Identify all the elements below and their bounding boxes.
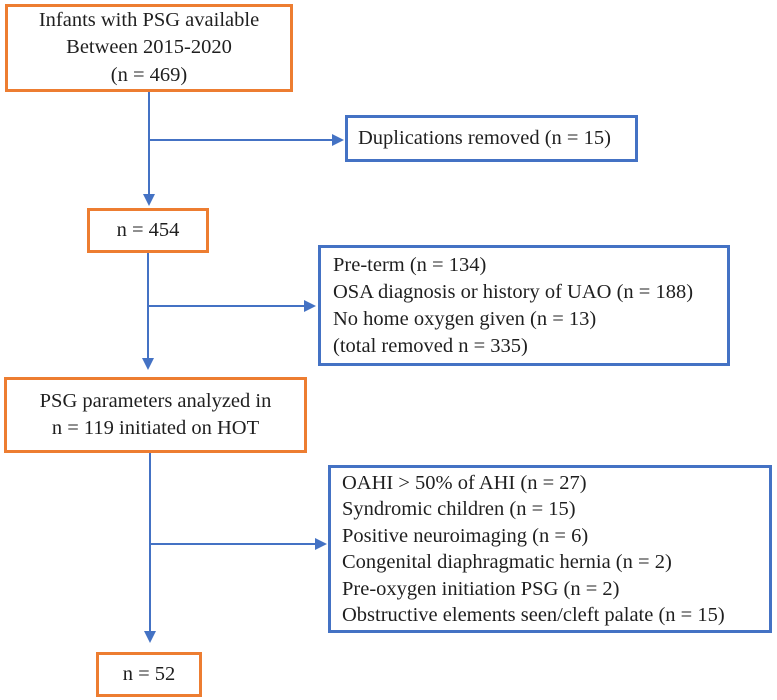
box-text-line: Syndromic children (n = 15) <box>342 498 576 520</box>
arrowhead-down-icon <box>142 358 154 370</box>
box-text-line: Duplications removed (n = 15) <box>358 126 611 149</box>
connector-branch-to-duplications <box>149 139 332 141</box>
box-text-line: Pre-oxygen initiation PSG (n = 2) <box>342 577 620 600</box>
arrowhead-right-icon <box>332 134 344 146</box>
box-infants-psg-available: Infants with PSG available Between 2015-… <box>5 4 293 92</box>
box-text-line: Positive neuroimaging (n = 6) <box>342 524 589 547</box>
connector-main1-to-main2 <box>148 92 150 194</box>
connector-branch-to-exclusions-1 <box>148 305 304 307</box>
box-text-line: n = 454 <box>116 218 180 241</box>
box-n-52: n = 52 <box>96 652 202 697</box>
connector-branch-to-exclusions-2 <box>150 543 315 545</box>
connector-main3-to-main4 <box>149 453 151 631</box>
box-exclusions-oahi-syndromic: OAHI > 50% of AHI (n = 27) Syndromic chi… <box>328 465 772 633</box>
box-text-line: Obstructive elements seen/cleft palate (… <box>342 604 725 626</box>
box-text-line: PSG parameters analyzed in <box>39 389 272 412</box>
box-text-line: Between 2015-2020 <box>66 36 232 59</box>
box-text-line: n = 52 <box>122 662 176 685</box>
arrowhead-down-icon <box>143 194 155 206</box>
box-n-454: n = 454 <box>87 208 209 253</box>
box-text-line: (n = 469) <box>110 63 188 86</box>
box-exclusions-preterm-osa: Pre-term (n = 134) OSA diagnosis or hist… <box>318 245 730 366</box>
box-text-line: OAHI > 50% of AHI (n = 27) <box>342 471 587 494</box>
box-text-line: Congenital diaphragmatic hernia (n = 2) <box>342 551 672 573</box>
box-text-line: n = 119 initiated on HOT <box>51 417 260 439</box>
arrowhead-right-icon <box>315 538 327 550</box>
arrowhead-right-icon <box>304 300 316 312</box>
box-text-line: OSA diagnosis or history of UAO (n = 188… <box>333 280 694 303</box>
box-text-line: (total removed n = 335) <box>333 334 528 357</box>
box-duplications-removed: Duplications removed (n = 15) <box>345 115 638 162</box>
box-text-line: No home oxygen given (n = 13) <box>333 307 597 330</box>
box-text-line: Pre-term (n = 134) <box>333 253 487 276</box>
box-psg-parameters-analyzed: PSG parameters analyzed in n = 119 initi… <box>4 377 307 453</box>
box-text-line: Infants with PSG available <box>38 8 260 31</box>
arrowhead-down-icon <box>144 631 156 643</box>
